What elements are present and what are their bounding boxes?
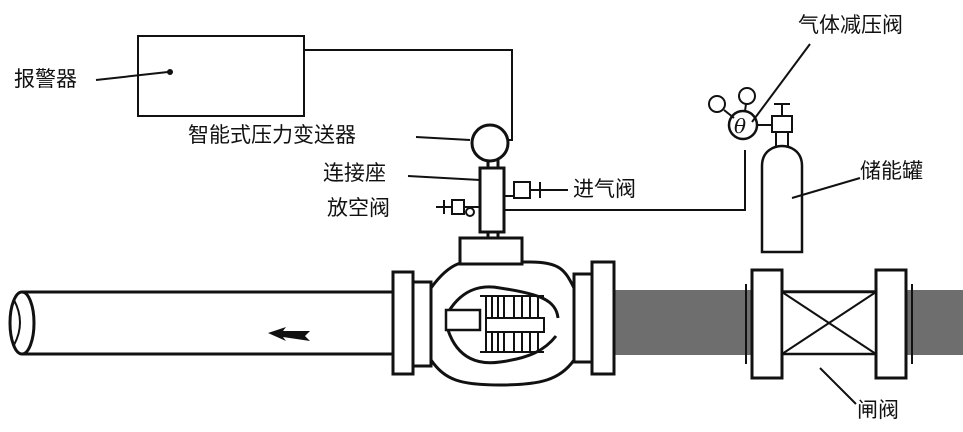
alarm-dot bbox=[167, 69, 173, 75]
leader-alarm bbox=[95, 71, 169, 81]
gate-valve-body bbox=[745, 268, 913, 380]
leader-reducer bbox=[751, 43, 811, 123]
white-pipe bbox=[8, 290, 392, 356]
leader-gate-valve bbox=[819, 367, 857, 405]
label-tank: 储能罐 bbox=[860, 159, 923, 183]
label-reducer: 气体减压阀 bbox=[798, 13, 903, 37]
vent-valve-icon bbox=[436, 199, 480, 217]
transmitter-stem bbox=[478, 160, 506, 238]
label-gate-valve: 闸阀 bbox=[857, 398, 899, 422]
inlet-valve-icon bbox=[504, 150, 746, 211]
label-alarm: 报警器 bbox=[14, 67, 77, 91]
label-connector: 连接座 bbox=[323, 161, 386, 185]
alarm-wire bbox=[304, 49, 513, 141]
alarm-box bbox=[137, 35, 305, 117]
label-vent-valve: 放空阀 bbox=[327, 196, 390, 220]
label-inlet-valve: 进气阀 bbox=[573, 177, 636, 201]
leader-transmitter bbox=[415, 136, 471, 141]
control-valve bbox=[391, 236, 616, 387]
leader-tank bbox=[791, 177, 861, 199]
transmitter-gauge bbox=[470, 123, 510, 163]
pressure-reducer: θ bbox=[708, 87, 793, 141]
label-transmitter: 智能式压力变送器 bbox=[188, 123, 356, 147]
left-arrow-icon bbox=[268, 327, 310, 341]
storage-tank bbox=[760, 131, 804, 254]
leader-connector bbox=[407, 175, 481, 181]
reducer-symbol: θ bbox=[734, 114, 746, 138]
